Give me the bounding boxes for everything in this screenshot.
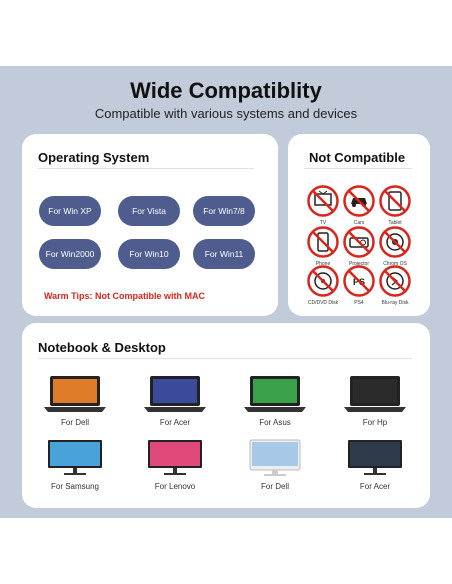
- monitor-icon: [148, 440, 202, 475]
- tv-icon: [307, 185, 339, 217]
- not-compatible-label: Blu-ray Disk: [381, 300, 409, 306]
- os-button-win78[interactable]: For Win7/8: [193, 196, 255, 226]
- not-compatible-item: Phone: [303, 225, 343, 267]
- os-button-win2000[interactable]: For Win2000: [39, 239, 101, 269]
- laptop-icon: [144, 376, 206, 412]
- devices-card: Notebook & Desktop: [22, 323, 430, 508]
- device-label: For Lenovo: [154, 482, 196, 491]
- device-label: For Asus: [259, 418, 291, 427]
- laptop-icon: [44, 376, 106, 412]
- device-label: For Samsung: [50, 482, 100, 491]
- projector-icon: [343, 226, 375, 258]
- ps4-icon: PS: [343, 265, 375, 297]
- device-item: For Dell: [35, 374, 115, 427]
- not-compatible-label: Projector: [348, 261, 369, 267]
- not-compatible-item: Cars: [339, 184, 379, 226]
- not-compatible-item: Tablet: [375, 184, 415, 226]
- device-label: For Dell: [60, 418, 89, 427]
- devices-divider: [38, 358, 412, 359]
- disc-icon: [307, 265, 339, 297]
- not-compatible-label: Chrom OS: [383, 261, 407, 267]
- device-item: For Samsung: [35, 438, 115, 491]
- device-label: For Dell: [260, 482, 289, 491]
- laptop-icon: [244, 376, 306, 412]
- not-compatible-item: PS PS4: [339, 264, 379, 306]
- not-compatible-item: Projector: [339, 225, 379, 267]
- mac-warning: Warm Tips: Not Compatible with MAC: [44, 291, 205, 301]
- not-compatible-label: PS4: [354, 300, 364, 306]
- car-icon: [343, 185, 375, 217]
- os-button-vista[interactable]: For Vista: [118, 196, 180, 226]
- monitor-icon: [348, 440, 402, 475]
- not-compatible-heading: Not Compatible: [309, 150, 406, 165]
- monitor-icon: [48, 440, 102, 475]
- os-button-win10[interactable]: For Win10: [118, 239, 180, 269]
- not-compatible-item: Chrom OS: [375, 225, 415, 267]
- bluray-icon: [379, 265, 411, 297]
- not-compatible-card: Not Compatible: [288, 134, 430, 316]
- not-compatible-item: Blu-ray Disk: [375, 264, 415, 306]
- os-button-winxp[interactable]: For Win XP: [39, 196, 101, 226]
- not-compatible-label: Phone: [315, 261, 331, 267]
- not-compatible-item: TV: [303, 184, 343, 226]
- page-subtitle: Compatible with various systems and devi…: [94, 106, 358, 121]
- tablet-icon: [379, 185, 411, 217]
- all-in-one-icon: [249, 439, 301, 476]
- chrome-icon: [379, 226, 411, 258]
- device-label: For Acer: [359, 482, 391, 491]
- device-item: For Acer: [335, 438, 415, 491]
- page-title: Wide Compatiblity: [130, 78, 322, 103]
- phone-icon: [307, 226, 339, 258]
- device-item: For Lenovo: [135, 438, 215, 491]
- os-heading: Operating System: [38, 150, 150, 165]
- device-item: For Acer: [135, 374, 215, 427]
- not-compatible-label: TV: [319, 220, 327, 226]
- not-compatible-label: Cars: [353, 220, 365, 226]
- devices-heading: Notebook & Desktop: [38, 340, 166, 355]
- device-item: For Hp: [335, 374, 415, 427]
- not-compatible-label: CD/DVD Disk: [307, 300, 339, 306]
- os-divider: [38, 168, 254, 169]
- device-label: For Acer: [159, 418, 191, 427]
- device-label: For Hp: [362, 418, 388, 427]
- not-compatible-item: CD/DVD Disk: [303, 264, 343, 306]
- not-compatible-label: Tablet: [388, 220, 402, 226]
- device-item: For Asus: [235, 374, 315, 427]
- not-compatible-divider: [304, 168, 412, 169]
- laptop-icon: [344, 376, 406, 412]
- device-item: For Dell: [235, 438, 315, 491]
- os-button-win11[interactable]: For Win11: [193, 239, 255, 269]
